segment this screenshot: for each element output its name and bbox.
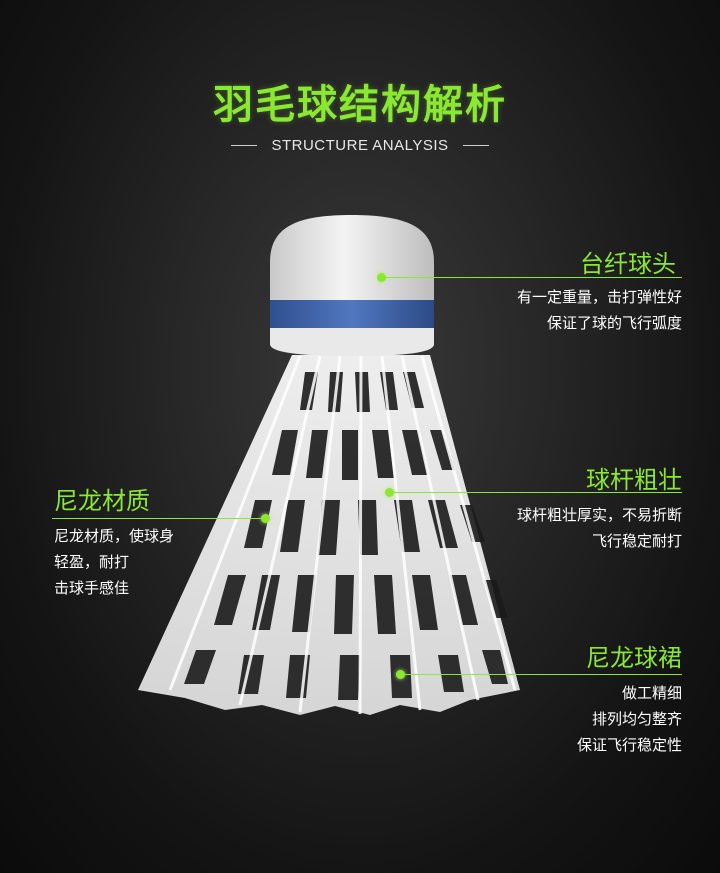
- callout-dot-nylon-skirt: [396, 670, 405, 679]
- callout-line-text: 球杆粗壮厚实，不易折断: [516, 506, 682, 524]
- callout-line-text: 轻盈，耐打: [54, 553, 130, 571]
- subtitle-row: STRUCTURE ANALYSIS: [0, 137, 720, 154]
- callout-line-cork-head: [386, 277, 682, 278]
- callout-dot-nylon-material: [261, 514, 270, 523]
- callout-line-text: 尼龙材质，使球身: [54, 527, 175, 545]
- page-subtitle: STRUCTURE ANALYSIS: [271, 137, 449, 154]
- subtitle-rule-left: [231, 145, 258, 146]
- callout-line-text: 保证飞行稳定性: [576, 736, 682, 754]
- cork-head: [270, 215, 434, 356]
- callout-title-nylon-skirt: 尼龙球裙: [586, 644, 682, 672]
- callout-desc-cork-head: 有一定重量，击打弹性好 保证了球的飞行弧度: [517, 284, 682, 336]
- callout-line-thick-shaft: [394, 492, 682, 493]
- callout-line-text: 保证了球的飞行弧度: [546, 314, 682, 332]
- callout-desc-nylon-skirt: 做工精细 排列均匀整齐 保证飞行稳定性: [577, 680, 682, 758]
- callout-line-text: 有一定重量，击打弹性好: [516, 288, 682, 306]
- callout-line-text: 击球手感佳: [54, 579, 130, 597]
- callout-title-cork-head: 台纤球头: [580, 250, 676, 278]
- callout-line-text: 飞行稳定耐打: [591, 532, 682, 550]
- callout-dot-thick-shaft: [385, 488, 394, 497]
- callout-title-nylon-material: 尼龙材质: [54, 487, 150, 515]
- callout-dot-cork-head: [377, 273, 386, 282]
- callout-line-text: 排列均匀整齐: [591, 710, 682, 728]
- callout-desc-nylon-material: 尼龙材质，使球身 轻盈，耐打 击球手感佳: [54, 523, 174, 601]
- page-title: 羽毛球结构解析: [213, 82, 507, 128]
- callout-title-thick-shaft: 球杆粗壮: [586, 466, 682, 494]
- callout-desc-thick-shaft: 球杆粗壮厚实，不易折断 飞行稳定耐打: [517, 502, 682, 554]
- callout-line-nylon-material: [52, 518, 264, 519]
- callout-line-text: 做工精细: [621, 684, 682, 702]
- subtitle-rule-right: [462, 145, 489, 146]
- nylon-skirt: [138, 355, 520, 715]
- callout-line-nylon-skirt: [405, 674, 682, 675]
